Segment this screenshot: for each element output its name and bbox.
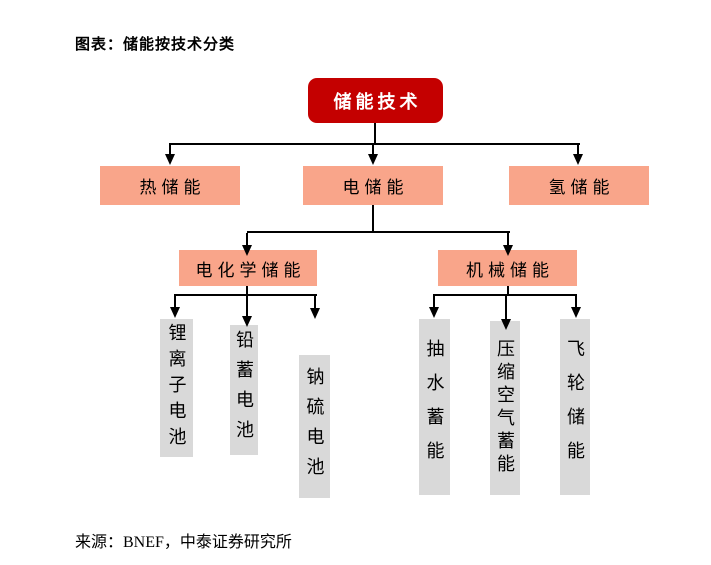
connector-drop-electric	[372, 145, 374, 155]
connector-root-stub	[374, 123, 376, 144]
arrow-sodium-sulfur-icon	[310, 308, 320, 319]
connector-drop-li-ion	[174, 296, 176, 307]
connector-mechanical-rail	[433, 294, 577, 296]
connector-level2-rail	[169, 143, 580, 145]
connector-electrochemical-stub	[246, 286, 248, 296]
node-thermal-storage: 热储能	[100, 166, 240, 205]
source-note: 来源：BNEF，中泰证券研究所	[75, 534, 292, 551]
arrow-electrochemical-icon	[242, 245, 252, 256]
connector-drop-pumped-hydro	[433, 296, 435, 307]
node-electric-storage: 电储能	[303, 166, 443, 205]
connector-drop-compressed-air	[505, 296, 507, 319]
leaf-sodium-sulfur-battery: 钠硫电池	[299, 355, 330, 498]
arrow-flywheel-icon	[571, 307, 581, 318]
connector-drop-thermal	[169, 145, 171, 155]
arrow-lead-acid-icon	[242, 316, 252, 327]
leaf-pumped-hydro-storage: 抽水蓄能	[419, 319, 450, 495]
arrow-hydrogen-icon	[573, 154, 583, 165]
connector-drop-electrochemical	[246, 233, 248, 245]
arrow-mechanical-icon	[503, 245, 513, 256]
connector-drop-mechanical	[507, 233, 509, 245]
arrow-compressed-air-icon	[501, 319, 511, 330]
connector-drop-flywheel	[575, 296, 577, 307]
leaf-flywheel-storage: 飞轮储能	[560, 319, 590, 495]
connector-drop-hydrogen	[577, 145, 579, 155]
node-hydrogen-storage: 氢储能	[509, 166, 649, 205]
arrow-li-ion-icon	[170, 307, 180, 318]
leaf-lead-acid-battery: 铅蓄电池	[230, 325, 258, 455]
arrow-electric-icon	[368, 154, 378, 165]
connector-electric-stub	[372, 205, 374, 233]
figure-title: 图表：储能按技术分类	[75, 37, 236, 53]
connector-level3-rail	[247, 231, 510, 233]
node-energy-storage-technology: 储能技术	[308, 78, 443, 123]
connector-mechanical-stub	[507, 286, 509, 296]
arrow-pumped-hydro-icon	[429, 307, 439, 318]
node-mechanical-storage: 机械储能	[438, 250, 577, 286]
leaf-compressed-air-storage: 压缩空气蓄能	[490, 321, 520, 495]
connector-drop-sodium-sulfur	[314, 296, 316, 308]
leaf-lithium-ion-battery: 锂离子电池	[160, 319, 193, 457]
arrow-thermal-icon	[165, 154, 175, 165]
node-electrochemical-storage: 电化学储能	[179, 250, 317, 286]
connector-drop-lead-acid	[246, 296, 248, 316]
connector-battery-rail	[174, 294, 317, 296]
